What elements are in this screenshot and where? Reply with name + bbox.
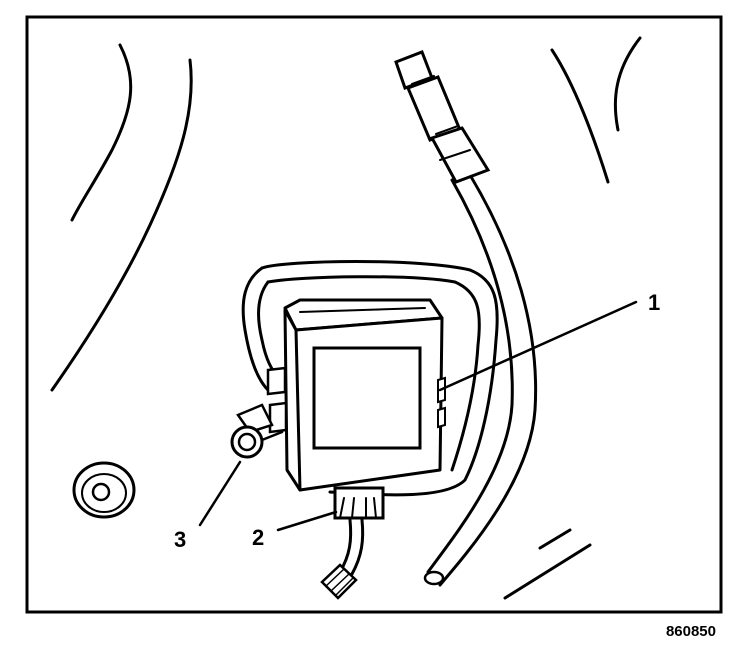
callout-1: 1 bbox=[648, 290, 660, 315]
leader-line-3 bbox=[198, 460, 242, 527]
figure-id: 860850 bbox=[666, 623, 716, 640]
wire-connector bbox=[320, 486, 385, 600]
mounting-nut bbox=[230, 403, 284, 459]
control-module bbox=[266, 298, 446, 492]
diagram-frame bbox=[25, 15, 723, 614]
callout-2: 2 bbox=[252, 525, 264, 550]
mounting-bracket bbox=[241, 260, 499, 497]
leader-line-1 bbox=[438, 300, 638, 392]
panel-contours bbox=[50, 36, 642, 600]
leader-line-2 bbox=[276, 510, 338, 532]
cable-tube bbox=[394, 50, 538, 587]
leader-lines bbox=[198, 300, 638, 532]
callout-3: 3 bbox=[174, 527, 186, 552]
panel-grommet bbox=[72, 461, 136, 519]
